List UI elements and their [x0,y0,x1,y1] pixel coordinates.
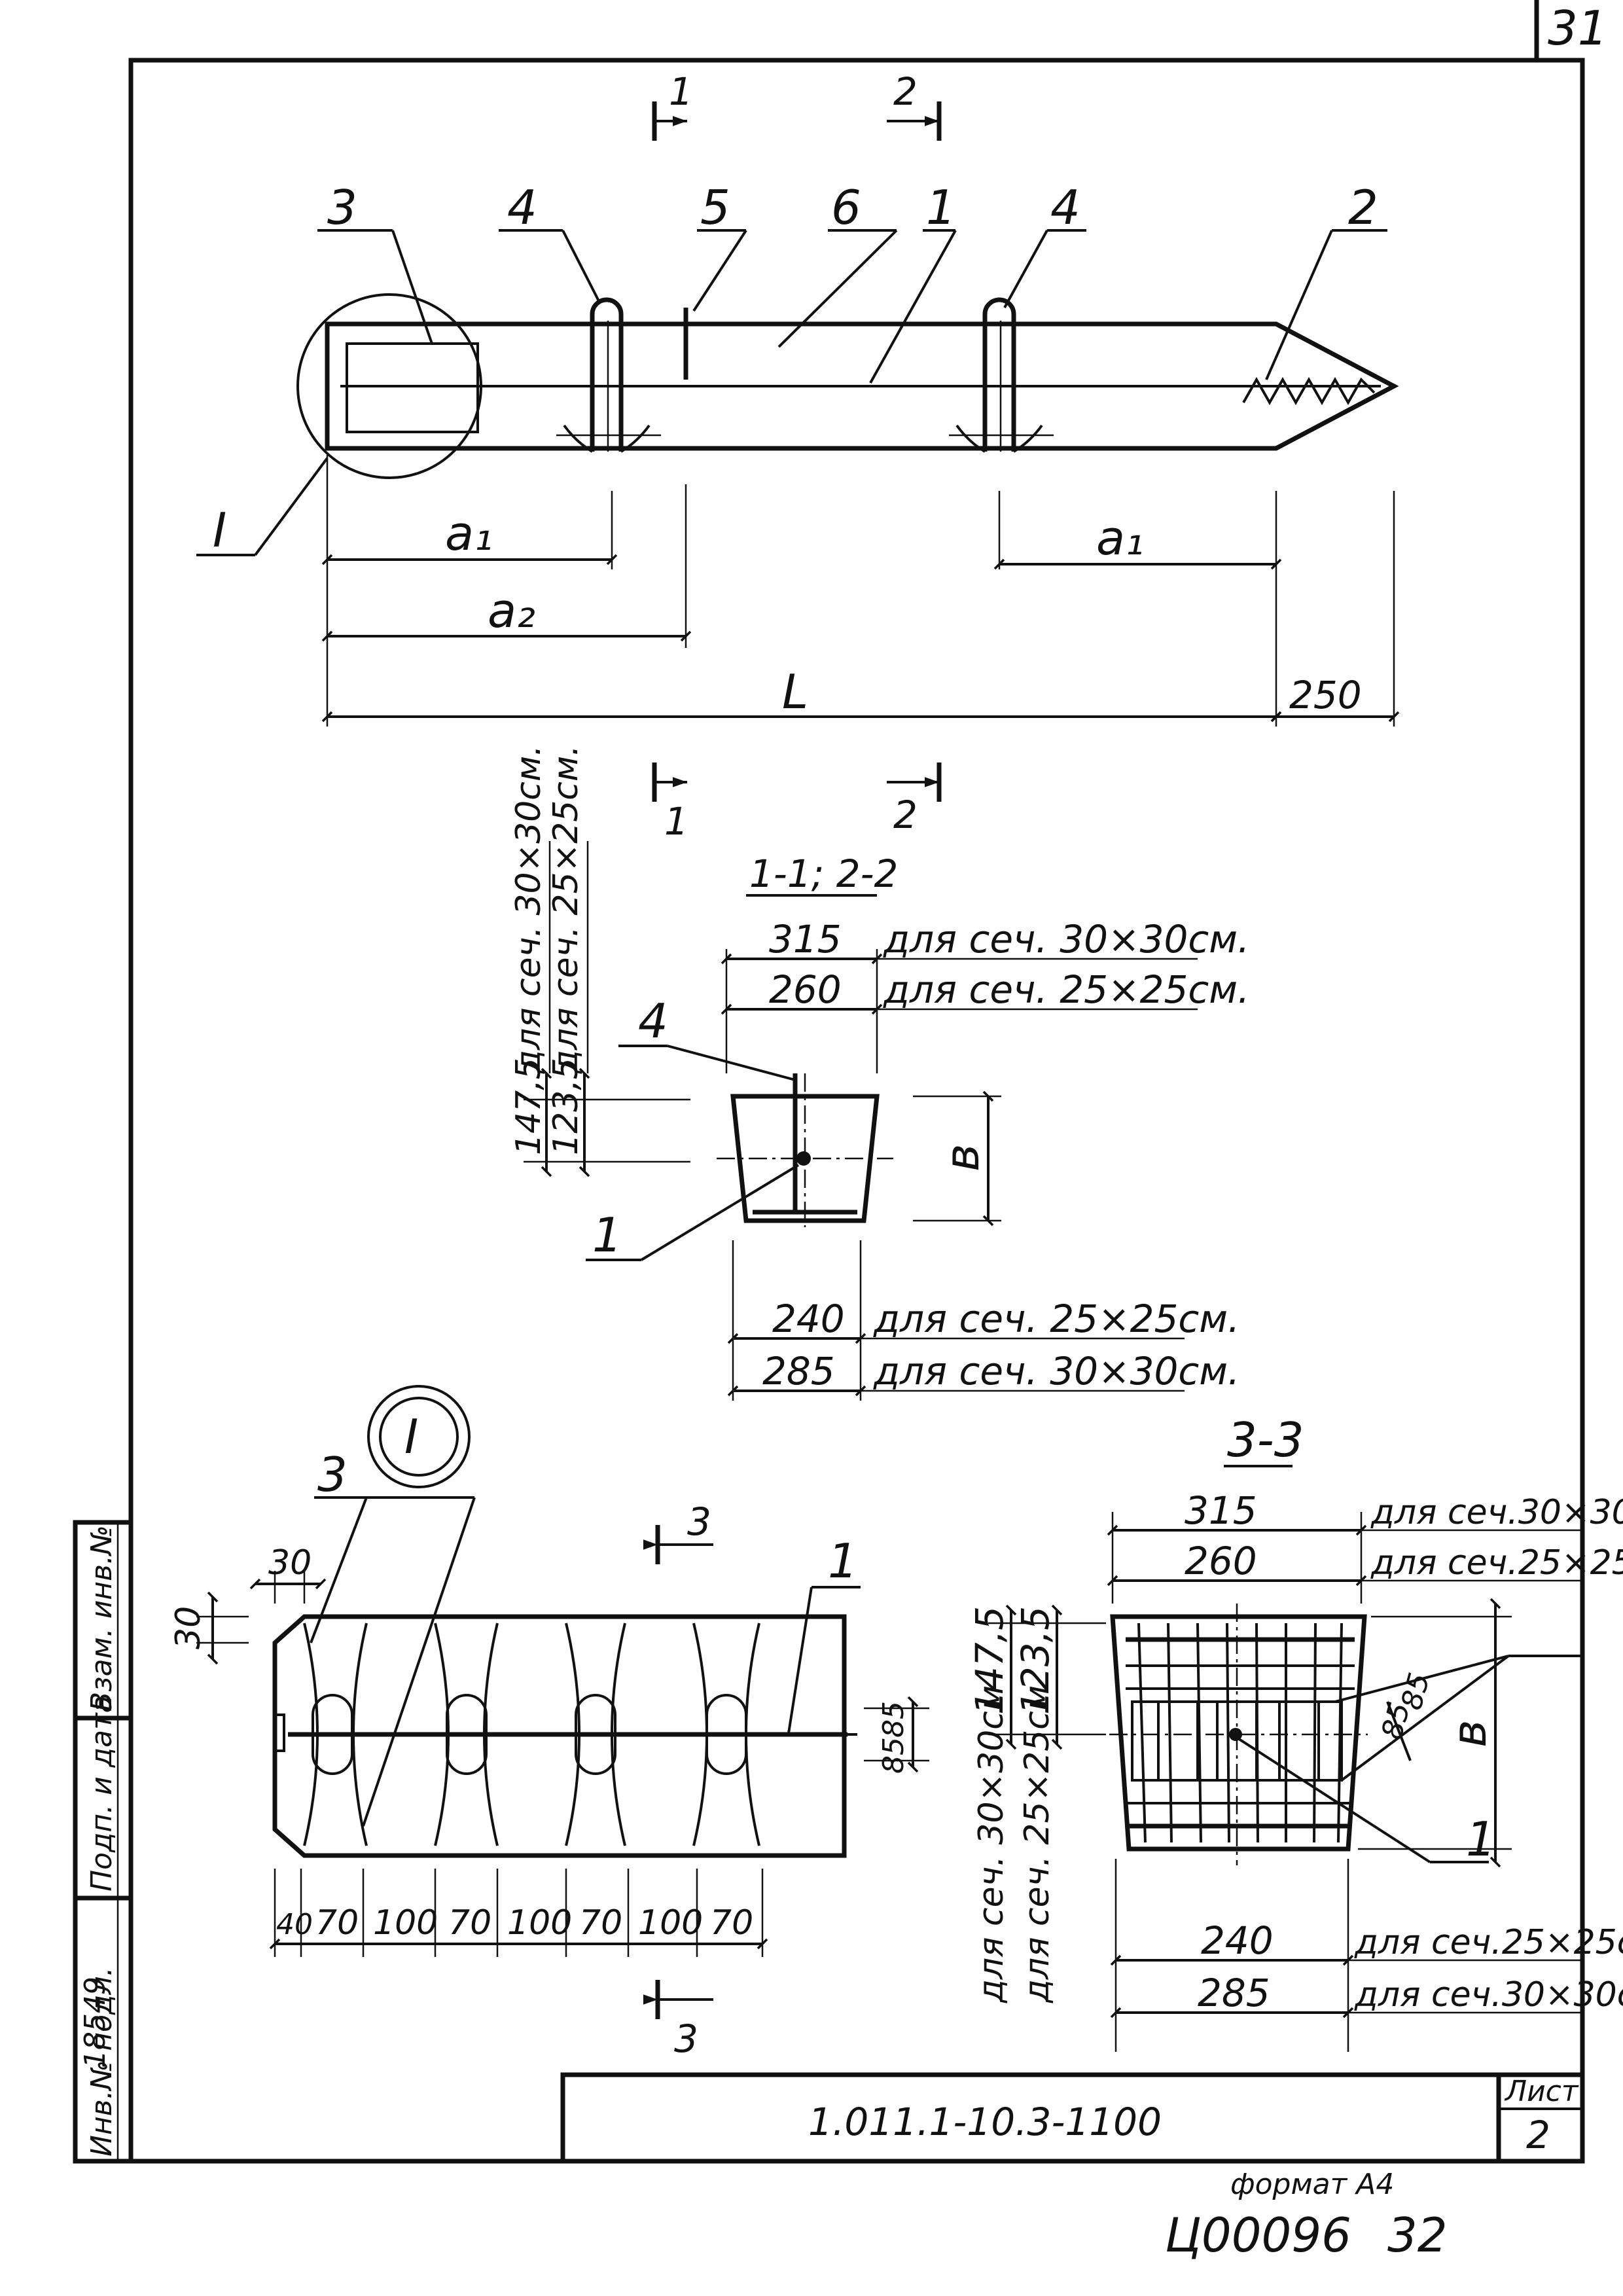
section12-bot-240-note: для сеч. 25×25см. [873,1297,1240,1341]
format-label: формат А4 [1230,2168,1394,2201]
title-block: 1.011.1-10.3-1100 Лист 2 [560,2072,1585,2164]
stamp-code: 1.011.1-10.3-1100 [808,2100,1162,2144]
section33-callout-1: 1 [1466,1812,1496,1867]
cut-mark-1-bottom: 1 [664,799,688,844]
section33-bot-240: 240 [1201,1918,1274,1963]
section33-v-123: 123,5 [1013,1606,1058,1715]
node-I-label: I [404,1409,418,1464]
svg-text:a₁: a₁ [445,506,493,561]
archive-code: Ц00096 [1165,2208,1351,2263]
section33-bot-285-note: для сеч.30×30см [1354,1975,1623,2015]
spiral-pairs [303,1623,760,1846]
section12-bot-285-note: для сеч. 30×30см. [873,1349,1240,1393]
node-spacing-1: 70 [315,1903,359,1943]
dim-a2: a₂ [321,583,692,642]
section33-top-315-note: для сеч.30×30см. [1370,1493,1623,1532]
section33-v-147: 147,5 [967,1606,1012,1715]
section12-callout-1: 1 [592,1208,622,1263]
stamp-replace-title: Взам. инв.№ [85,1525,118,1712]
top-callout-1: 1 [926,180,956,235]
sheet-label: Лист [1504,2075,1579,2108]
top-callout-2: 2 [1348,180,1378,235]
top-callout-4b: 4 [1050,180,1080,235]
node-dim-30-v: 30 [169,1606,208,1649]
top-callout-3: 3 [327,180,357,235]
dim-a1-right: a₁ [993,511,1282,570]
stamp-inv-title: Инв.№ подл. [85,1967,118,2157]
section12-bot-240: 240 [772,1297,845,1341]
section12-v-123: 123,5 [546,1058,586,1155]
node-spacing-6: 100 [638,1903,703,1943]
top-callout-5: 5 [700,180,730,235]
section12-top-315: 315 [769,917,842,961]
section12-title: 1-1; 2-2 [749,852,898,896]
section12-v-147: 147,5 [509,1058,548,1155]
section33-v-123-note: для сеч. 25×25см [1018,1685,1057,2003]
section12-top-260-note: для сеч. 25×25см. [883,967,1250,1012]
section33-top-315: 315 [1185,1488,1257,1533]
node-cut-3-bottom: 3 [674,2017,698,2061]
node-spacing-3: 70 [448,1903,491,1943]
section33-bot-285: 285 [1198,1971,1270,2015]
svg-text:a₂: a₂ [488,583,535,638]
section33-bot-240-note: для сеч.25×25см [1354,1923,1623,1962]
dim-tip-250: 250 [1270,673,1400,723]
section12-top-260: 260 [769,967,842,1012]
archive-page: 32 [1387,2208,1448,2263]
node-spacing-chain: 40 70 100 70 100 70 100 70 [269,1869,768,1957]
svg-text:250: 250 [1289,673,1362,717]
dim-L: L [321,664,1282,723]
section12-height-b: в [935,1144,990,1172]
node-cut-3-top: 3 [687,1499,711,1544]
svg-text:L: L [782,664,808,719]
section33-v-147-note: для сеч. 30×30см [972,1685,1011,2003]
section12-callout-4: 4 [638,994,668,1049]
section33-mesh [1109,1604,1368,1865]
top-callout-4a: 4 [507,180,537,235]
section-3-3: 3-3 1 [967,1412,1623,2052]
top-node-ref: I [213,503,226,558]
node-spacing-7: 70 [710,1903,753,1943]
lifting-loop-2 [949,297,1054,453]
svg-text:a₁: a₁ [1096,511,1144,565]
section12-bot-285: 285 [762,1349,835,1393]
section33-top-260-note: для сеч.25×25см [1370,1543,1623,1583]
pile-top-view: 3 4 5 6 1 4 2 I 1 2 1 2 a₁ [196,69,1400,844]
node-dim-30-h: 30 [268,1543,312,1583]
node-callout-3: 3 [317,1447,348,1502]
section12-v-147-note: для сеч. 30×30см. [509,745,548,1074]
section33-height-b: в [1442,1720,1497,1748]
section33-title: 3-3 [1227,1412,1304,1467]
side-stamp: Инв.№ подл. 18549 Подп. и дата Взам. инв… [73,1520,134,2164]
lifting-loop-1 [556,297,661,453]
cut-mark-1-top: 1 [669,69,693,114]
cut-mark-2-bottom: 2 [893,793,918,837]
node-I-detail: I 3 1 3 [169,1385,929,2061]
node-callout-1: 1 [828,1534,858,1588]
node-spacing-2: 100 [373,1903,438,1943]
section12-top-315-note: для сеч. 30×30см. [883,917,1250,961]
dim-a1-left: a₁ [321,506,618,565]
node-dim-85-b: 85 [877,1737,910,1774]
cut-mark-2-top: 2 [893,69,918,114]
section12-v-123-note: для сеч. 25×25см. [546,745,586,1074]
node-spacing-0: 40 [276,1908,313,1941]
corner-number: 31 [1548,1,1608,56]
section-1-1-2-2: 1-1; 2-2 4 1 315 для сеч. 30×30см. 260 д… [509,745,1250,1401]
sheet-number: 2 [1526,2113,1550,2157]
section33-top-260: 260 [1185,1539,1257,1583]
stamp-inv-value: 18549 [79,1977,112,2068]
stamp-sign-title: Подп. и дата [85,1695,118,1892]
top-callout-6: 6 [831,180,861,235]
node-spacing-4: 100 [507,1903,572,1943]
node-dim-85-a: 85 [877,1701,910,1738]
node-spacing-5: 70 [579,1903,622,1943]
node-I-circle [296,293,482,479]
